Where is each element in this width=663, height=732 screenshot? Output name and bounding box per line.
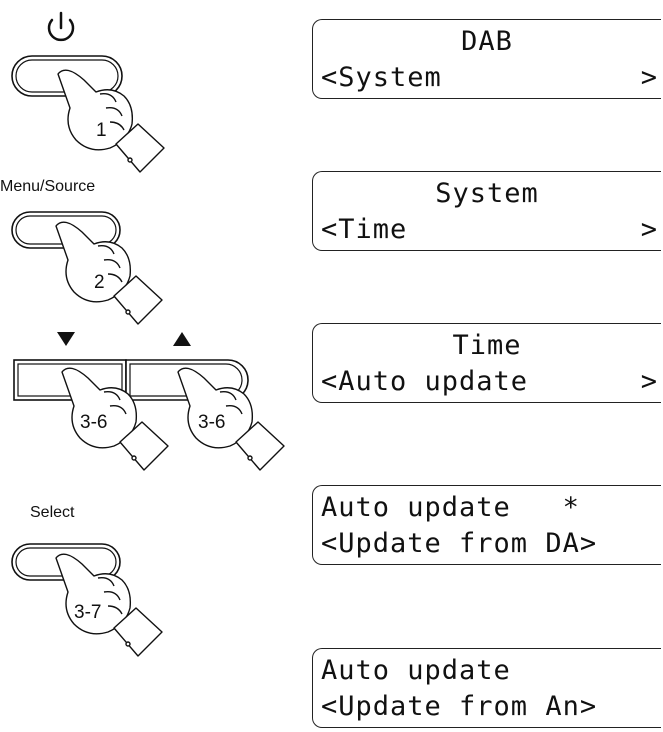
lcd-screen: Auto update <Update from An> (312, 648, 661, 728)
select-label: Select (30, 504, 75, 521)
down-triangle-icon (57, 332, 75, 346)
step-number: 3-6 (80, 412, 107, 433)
lcd-line-2: <System (321, 62, 442, 93)
lcd-line-2: <Update from An> (321, 691, 598, 722)
lcd-line-2: <Time (321, 214, 408, 245)
lcd-line-1: Auto update (321, 655, 511, 686)
pointing-hand-icon (55, 553, 163, 657)
step-number: 2 (94, 272, 105, 293)
lcd-screen: Auto update * <Update from DA> (312, 485, 661, 565)
lcd-line-1: Time (452, 330, 522, 361)
step-number: 3-7 (74, 602, 101, 623)
lcd-screen: System <Time > (312, 171, 661, 251)
lcd-line-1: DAB (461, 26, 513, 57)
lcd-line-1: Auto update * (321, 492, 580, 523)
pointing-hand-icon (61, 367, 169, 471)
power-icon (47, 11, 75, 42)
step-number: 1 (96, 120, 107, 141)
lcd-line-2: <Update from DA> (321, 528, 598, 559)
step-number: 3-6 (198, 412, 225, 433)
right-arrow-icon: > (640, 214, 657, 245)
lcd-screen: DAB <System > (312, 19, 661, 99)
up-triangle-icon (173, 332, 191, 346)
lcd-line-1: System (435, 178, 539, 209)
pointing-hand-icon (57, 69, 165, 173)
pointing-hand-icon (177, 367, 285, 471)
lcd-screen: Time <Auto update > (312, 323, 661, 403)
pointing-hand-icon (55, 221, 163, 325)
menu-source-label: Menu/Source (0, 178, 96, 195)
lcd-line-2: <Auto update (321, 366, 529, 397)
right-arrow-icon: > (640, 366, 657, 397)
right-arrow-icon: > (640, 62, 657, 93)
